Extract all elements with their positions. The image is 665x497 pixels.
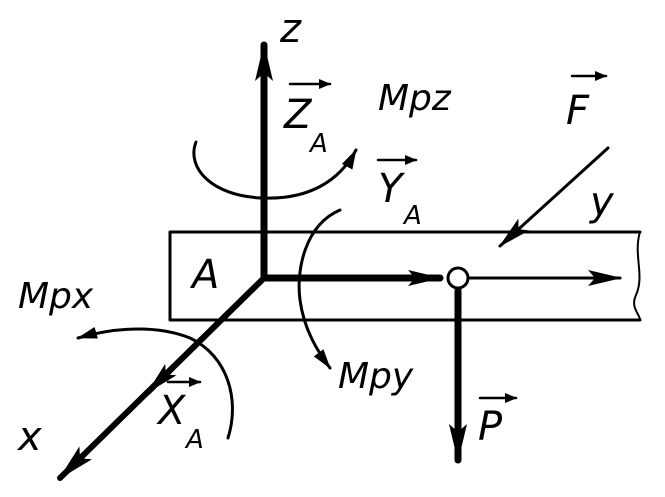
- moment-z-label: Mpz: [378, 78, 452, 119]
- force-ya-subscript: A: [402, 201, 422, 231]
- load-point-joint: [446, 266, 470, 290]
- force-p-label: P: [478, 404, 503, 450]
- axis-z-label: z: [279, 6, 302, 52]
- force-f-label: F: [566, 88, 590, 134]
- axis-x-label: x: [16, 414, 42, 460]
- moment-x-arc: [76, 327, 234, 440]
- force-xa-subscript: A: [184, 425, 204, 455]
- moment-z-arc: [192, 140, 358, 200]
- moment-x-label: Mpx: [18, 276, 94, 317]
- force-xa-arrow: [145, 275, 267, 395]
- force-xa-label: X: [156, 388, 187, 434]
- beam: [168, 230, 642, 322]
- force-za-subscript: A: [308, 129, 328, 159]
- force-ya-label: Y: [378, 166, 406, 212]
- moment-y-arc: [297, 208, 342, 370]
- moment-y-label: Mpy: [338, 356, 414, 397]
- force-f-arrow: [498, 146, 610, 248]
- force-za-label: Z: [283, 92, 313, 138]
- point-a-label: A: [189, 252, 219, 298]
- axis-y-label: y: [589, 179, 615, 225]
